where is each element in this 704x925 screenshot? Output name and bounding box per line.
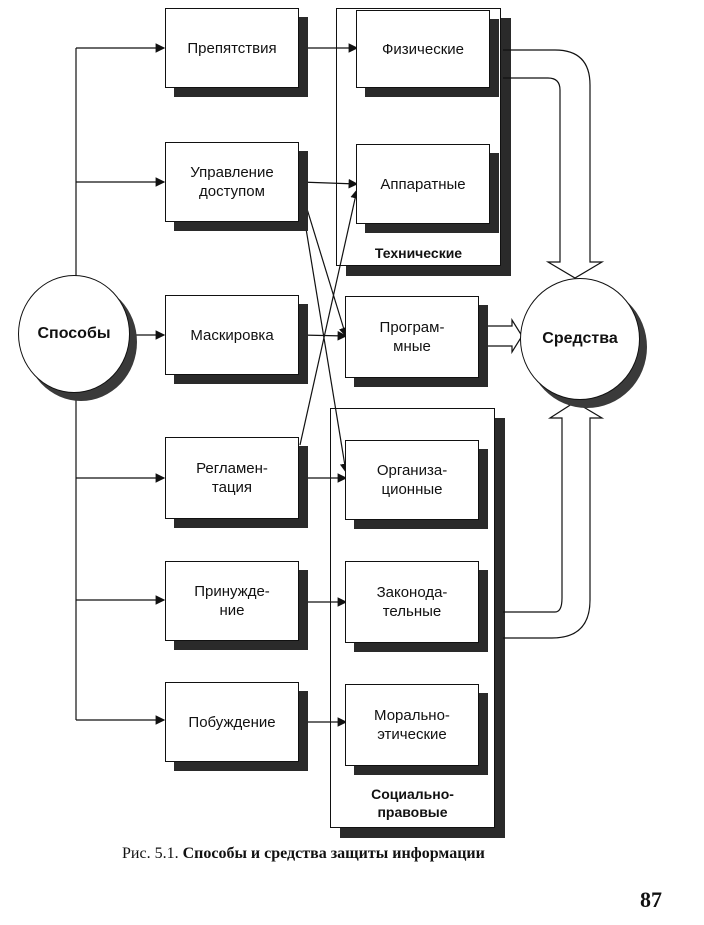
method-access-control: Управление доступом bbox=[165, 142, 299, 222]
method-motivation: Побуждение bbox=[165, 682, 299, 762]
means-software: Програм- мные bbox=[345, 296, 479, 378]
page-number: 87 bbox=[640, 887, 662, 912]
means-organizational: Организа- ционные bbox=[345, 440, 479, 520]
technical-means-label: Технические bbox=[374, 245, 463, 261]
figure-caption: Рис. 5.1. Способы и средства защиты инфо… bbox=[122, 845, 485, 863]
means-circle: Средства bbox=[520, 278, 640, 400]
caption-prefix: Рис. 5.1. bbox=[122, 845, 179, 862]
social-legal-means-label: Социально- правовые bbox=[371, 786, 454, 820]
method-coercion: Принужде- ние bbox=[165, 561, 299, 641]
method-masking: Маскировка bbox=[165, 295, 299, 375]
methods-circle: Способы bbox=[18, 275, 130, 393]
method-regulation: Регламен- тация bbox=[165, 437, 299, 519]
means-moral-ethical: Морально- этические bbox=[345, 684, 479, 766]
means-legislative: Законода- тельные bbox=[345, 561, 479, 643]
method-obstacle: Препятствия bbox=[165, 8, 299, 88]
means-hardware: Аппаратные bbox=[356, 144, 490, 224]
caption-text: Способы и средства защиты информации bbox=[182, 845, 485, 862]
means-physical: Физические bbox=[356, 10, 490, 88]
